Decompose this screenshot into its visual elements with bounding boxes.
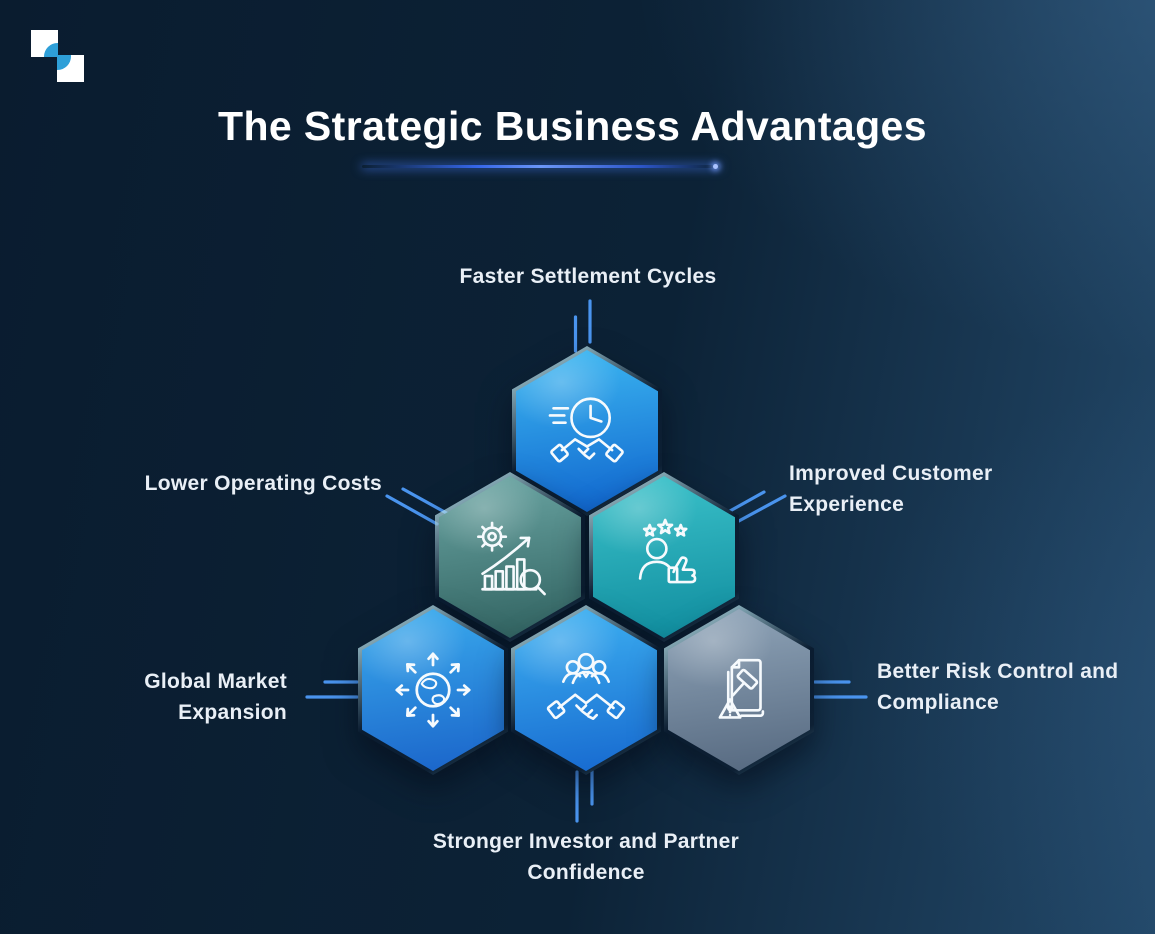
- logo-square-bottom-icon: [57, 55, 84, 82]
- label-global-expansion: Global Market Expansion: [144, 670, 287, 724]
- label-faster-settlement: Faster Settlement Cycles: [459, 265, 717, 288]
- gavel-document-warning-icon: [718, 658, 765, 719]
- label-investor-confidence: Stronger Investor and Partner Confidence: [432, 830, 740, 884]
- hexagon-customer-experience: [589, 472, 739, 642]
- page-title: The Strategic Business Advantages: [218, 103, 927, 149]
- logo-square-top-icon: [31, 30, 58, 57]
- gear-growth-chart-icon: [477, 521, 546, 596]
- team-handshake-icon: [546, 652, 626, 720]
- clock-handshake-icon: [548, 397, 624, 463]
- hexagon-risk-compliance: [664, 605, 814, 775]
- hexagon-shape: [664, 605, 814, 775]
- hexagon-shape: [511, 605, 661, 775]
- company-logo: [31, 30, 85, 82]
- hexagon-global-expansion: [358, 605, 508, 775]
- globe-expansion-arrows-icon: [395, 652, 471, 728]
- hexagon-shape: [358, 605, 508, 775]
- label-customer-experience: Improved Customer Experience: [789, 462, 993, 516]
- label-risk-compliance: Better Risk Control and Compliance: [877, 660, 1119, 714]
- hexagon-lower-costs: [435, 472, 585, 642]
- customer-thumbs-up-stars-icon: [638, 518, 697, 584]
- hexagon-investor-confidence: [511, 605, 661, 775]
- logo-circle-icon: [44, 43, 58, 57]
- label-lower-costs: Lower Operating Costs: [144, 472, 382, 495]
- title-underline-glow: [362, 164, 720, 169]
